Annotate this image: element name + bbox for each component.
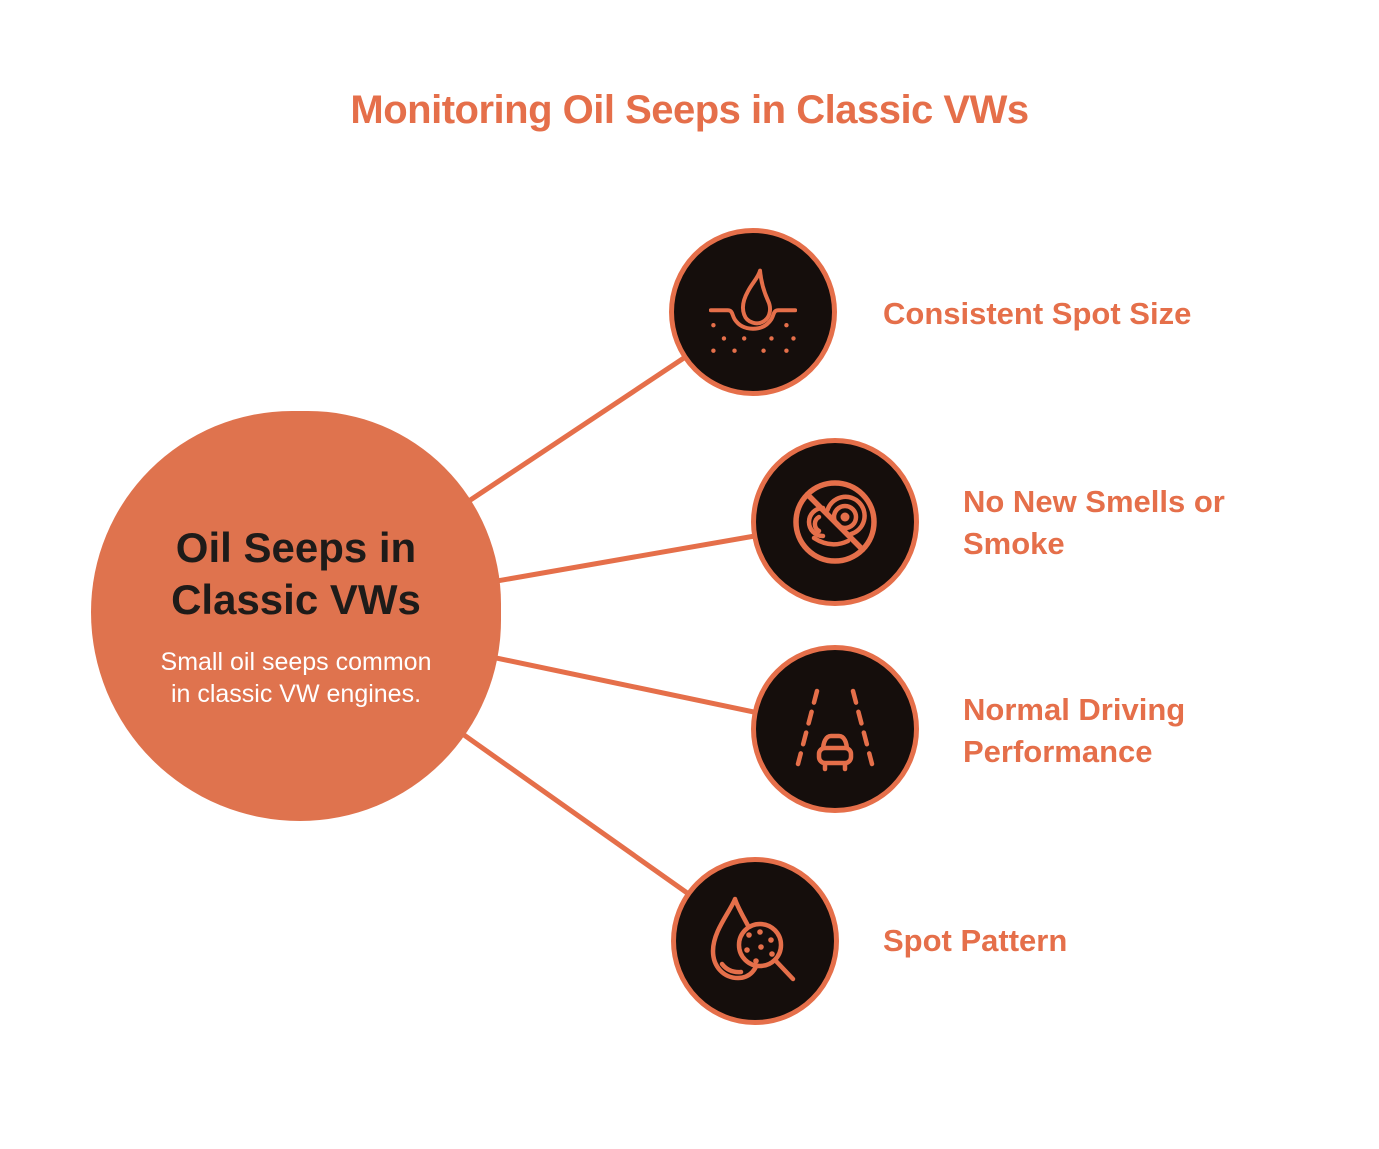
label-line: Smoke	[963, 526, 1065, 561]
node-normal-driving-performance	[751, 645, 919, 813]
central-topic-title-line: Classic VWs	[171, 576, 421, 623]
central-topic-description-line: Small oil seeps common	[160, 648, 432, 676]
central-topic-title: Oil Seeps in Classic VWs	[171, 522, 421, 626]
label-line: Consistent Spot Size	[883, 296, 1192, 331]
road-driving-icon	[795, 688, 875, 772]
node-consistent-spot-size	[669, 228, 837, 396]
central-topic-description-line: in classic VW engines.	[170, 680, 422, 708]
node-label-spot-pattern: Spot Pattern	[883, 920, 1067, 962]
central-topic-title-line: Oil Seeps in	[175, 524, 417, 571]
label-line: Spot Pattern	[883, 923, 1068, 958]
node-spot-pattern	[671, 857, 839, 1025]
drop-magnifier-icon	[710, 896, 796, 982]
label-line: Normal Driving	[963, 692, 1186, 727]
node-label-consistent-spot-size: Consistent Spot Size	[883, 293, 1191, 335]
node-no-new-smells-or-smoke	[751, 438, 919, 606]
oil-seep-drop-icon	[709, 268, 797, 353]
label-line: No New Smells or	[963, 484, 1225, 519]
no-smell-icon	[793, 480, 877, 564]
node-label-no-new-smells-or-smoke: No New Smells or Smoke	[963, 481, 1225, 565]
page-title: Monitoring Oil Seeps in Classic VWs	[350, 88, 1029, 132]
central-topic-bubble: Oil Seeps in Classic VWs Small oil seeps…	[91, 411, 501, 821]
node-label-normal-driving-performance: Normal Driving Performance	[963, 689, 1185, 773]
central-topic-description: Small oil seeps common in classic VW eng…	[161, 646, 432, 710]
label-line: Performance	[963, 734, 1153, 769]
